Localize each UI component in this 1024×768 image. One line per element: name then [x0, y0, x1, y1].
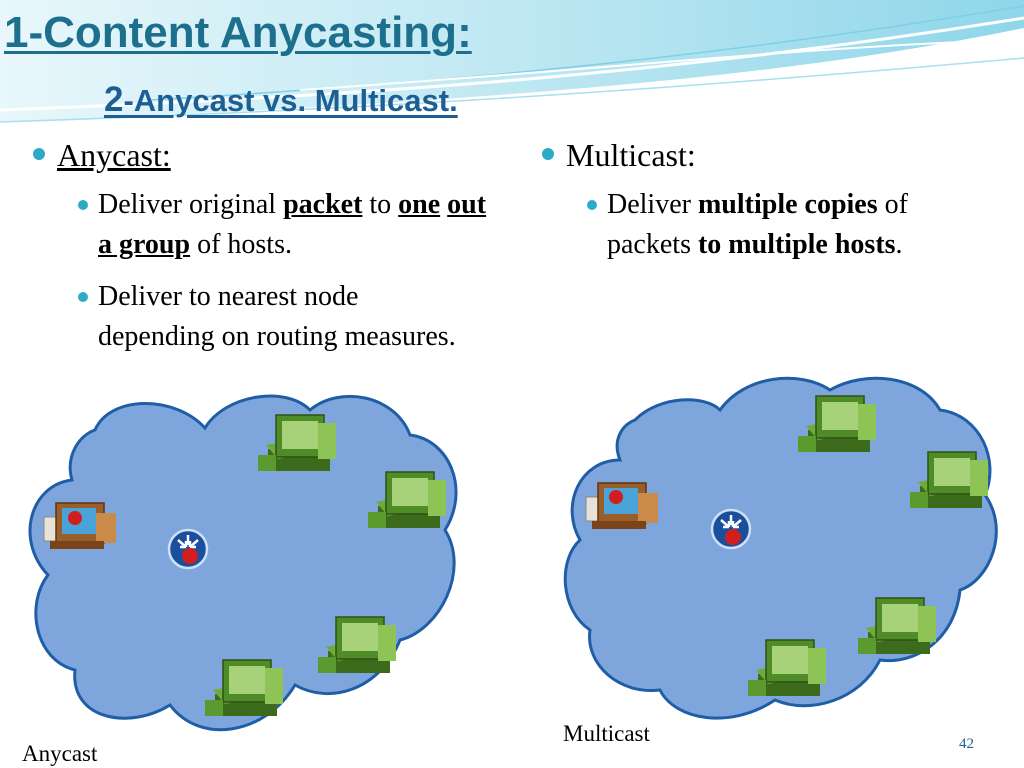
subtitle-number: 2 — [104, 80, 124, 119]
multiple-copies-emphasis: multiple copies — [697, 189, 878, 220]
slide-title: 1-Content Anycasting: — [4, 8, 472, 57]
multicast-sender-packet — [609, 490, 623, 504]
one-emphasis: one — [398, 189, 441, 220]
multicast-caption: Multicast — [563, 721, 650, 746]
group-emphasis: out a group — [98, 189, 487, 260]
background-waves — [0, 0, 1024, 123]
anycast-caption: Anycast — [22, 741, 98, 766]
packet-emphasis: packet — [283, 189, 363, 220]
page-number: 42 — [959, 736, 974, 752]
anycast-bullet-1: Deliver original packet to one out a gro… — [78, 185, 497, 265]
anycast-router-packet — [182, 548, 198, 564]
slide-subtitle: 2-Anycast vs. Multicast. — [104, 80, 458, 120]
anycast-column: Anycast: Deliver original packet to one … — [33, 137, 497, 357]
multicast-column: Multicast: Deliver multiple copies of pa… — [542, 137, 986, 265]
anycast-heading: Anycast: — [33, 137, 497, 173]
multicast-bullet-1: Deliver multiple copies of packets to mu… — [587, 185, 986, 265]
anycast-sender-packet — [68, 511, 82, 525]
anycast-bullet-2: Deliver to nearest node depending on rou… — [78, 277, 458, 357]
multicast-heading: Multicast: — [542, 137, 986, 173]
multicast-router-packet — [725, 529, 741, 545]
subtitle-text: -Anycast vs. Multicast. — [123, 83, 458, 118]
multiple-hosts-emphasis: to multiple hosts — [697, 229, 896, 260]
